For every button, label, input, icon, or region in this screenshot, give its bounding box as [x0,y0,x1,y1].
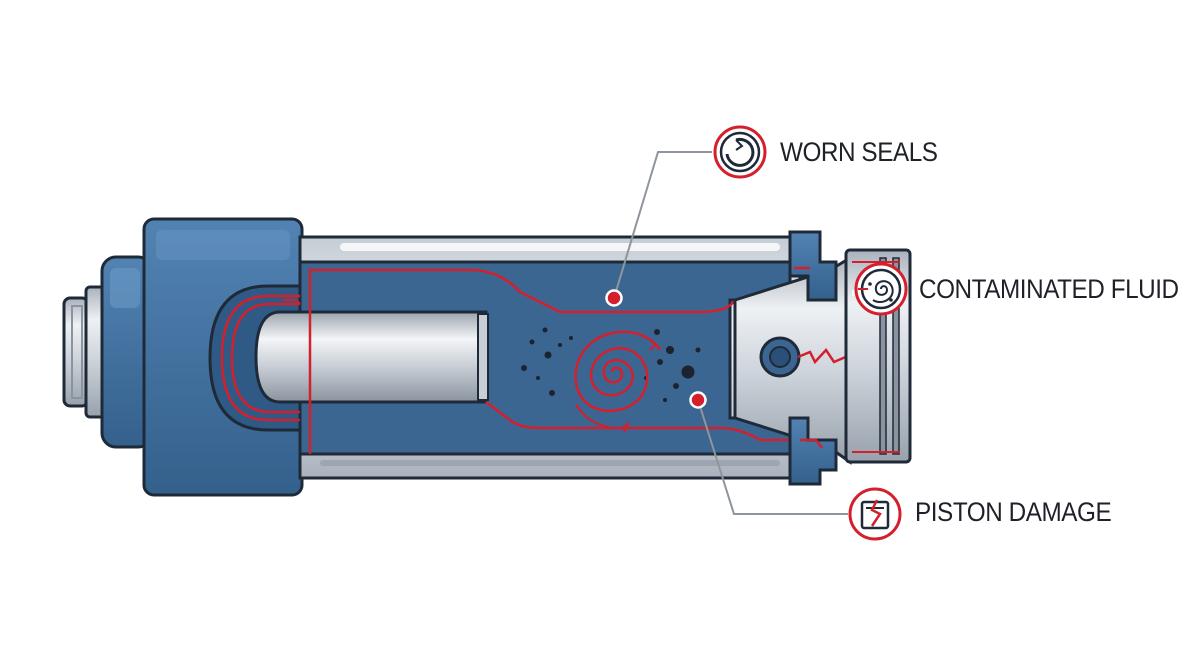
piston-seal-collars [788,230,838,486]
contamination-particles [521,327,701,402]
callout-leaders [613,151,848,515]
leak-path-lines [308,268,792,454]
worn-seals-label: WORN SEALS [780,137,938,167]
callout-dots [605,289,707,409]
piston-damage-label: PISTON DAMAGE [915,497,1112,527]
contaminated-fluid-label: CONTAMINATED FLUID [919,274,1179,304]
cracked-piston-icon [848,487,902,541]
end-cap-nut [62,255,154,449]
worn-seal-ring-icon [713,125,767,179]
fluid-swirl [574,330,662,433]
fluid-swirl-icon [854,262,908,316]
piston-rod [254,310,489,404]
rod-seal-highlight [220,294,301,422]
